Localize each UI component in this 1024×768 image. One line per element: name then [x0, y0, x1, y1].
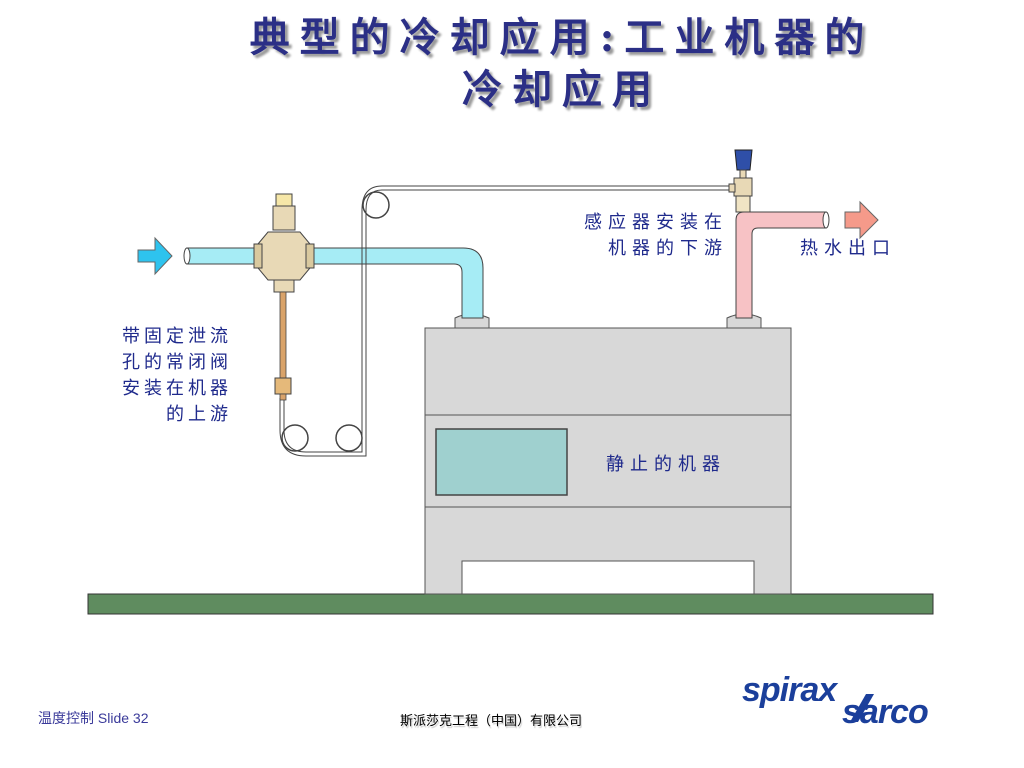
slide-title: 典型的冷却应用:工业机器的 冷却应用: [249, 14, 875, 113]
sensor-location-label: 感应器安装在 机器的下游: [584, 212, 728, 259]
footer-company: 斯派莎克工程（中国）有限公司: [400, 713, 583, 728]
hot-water-outlet-label: 热水出口: [800, 238, 896, 259]
machine-window: [435, 428, 568, 496]
cold-inlet-arrow-icon: [137, 236, 173, 276]
cold-water-pipe: [183, 247, 484, 319]
logo-slash: [850, 694, 874, 722]
capillary-tube: [279, 185, 736, 457]
control-valve: [253, 193, 315, 401]
hot-water-pipe: [735, 211, 830, 319]
ground-plate: [87, 593, 934, 615]
valve-location-label: 带固定泄流 孔的常闭阀 安装在机器 的上游: [122, 326, 232, 425]
footer-slide-info: 温度控制 Slide 32: [38, 710, 149, 726]
hot-outlet-arrow-icon: [844, 200, 879, 240]
logo-line-2: sarco: [842, 693, 929, 731]
logo-line-1: spirax: [742, 671, 837, 709]
machine: [424, 313, 792, 595]
temperature-sensor: [728, 149, 753, 213]
spirax-sarco-logo: spirax sarco: [742, 672, 982, 732]
machine-label: 静止的机器: [606, 454, 726, 475]
